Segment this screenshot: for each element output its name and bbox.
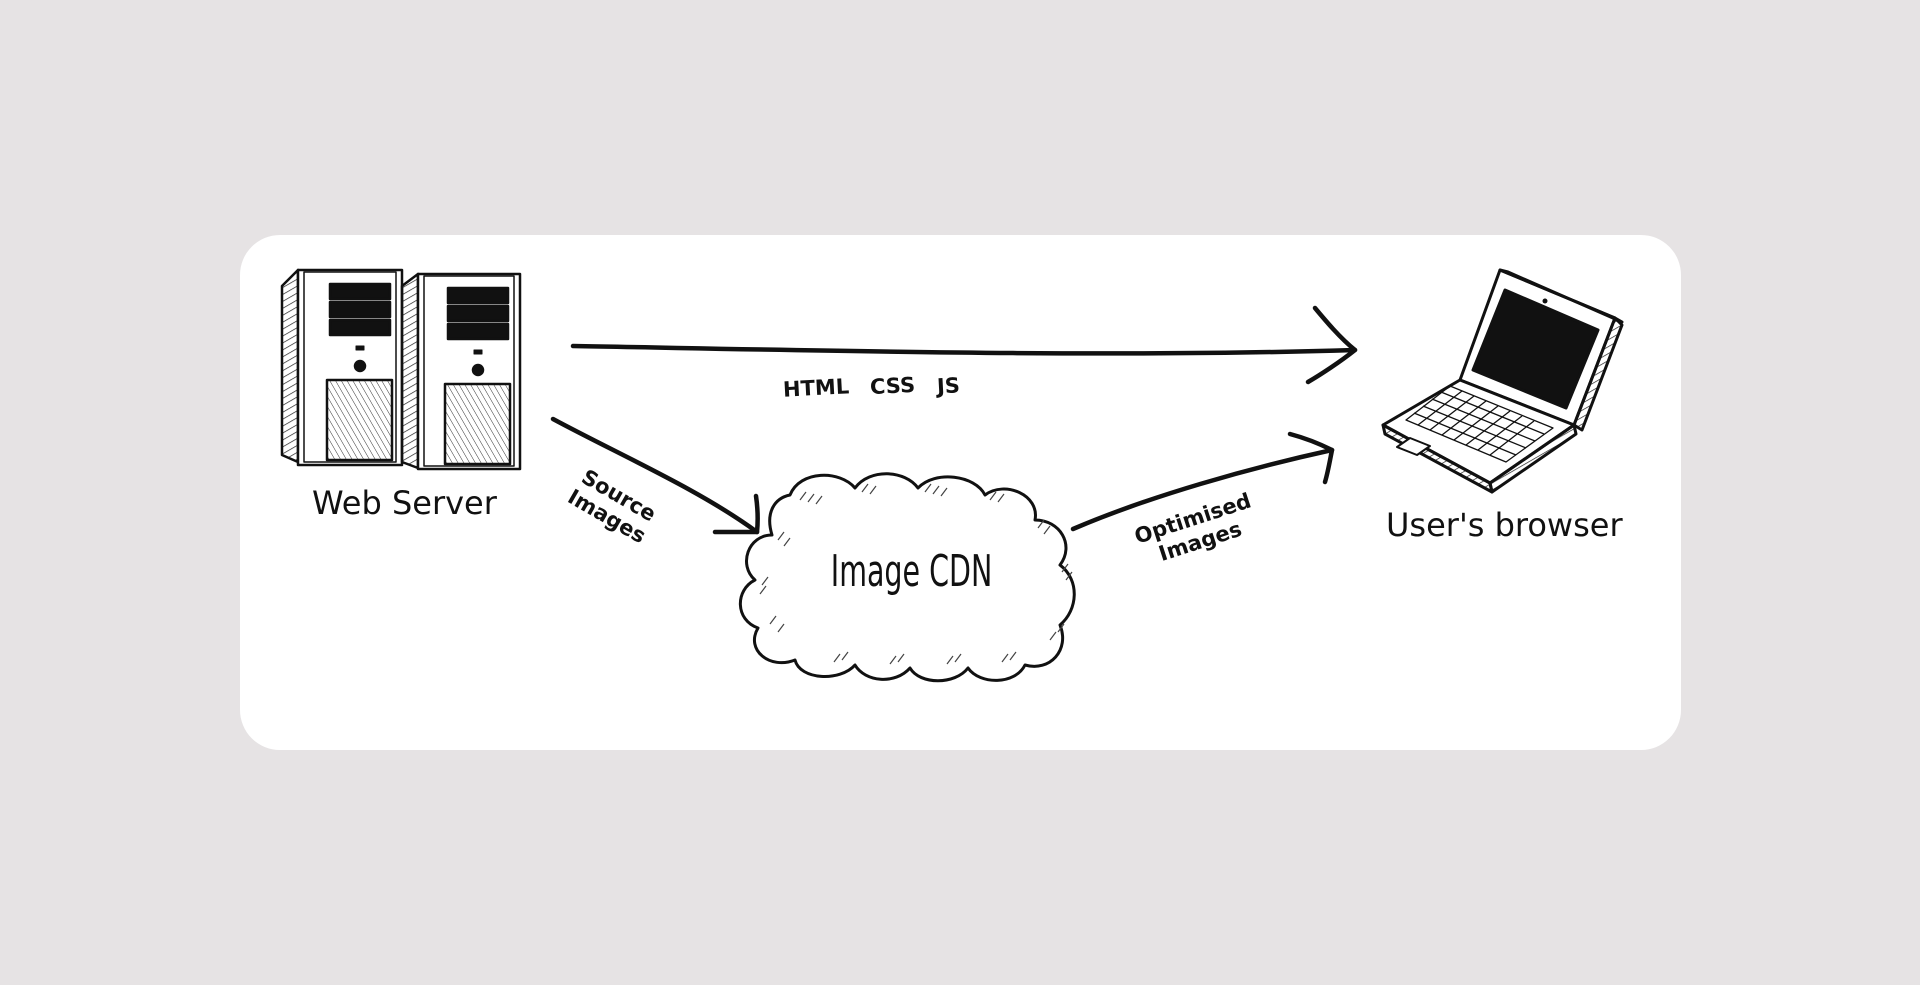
- arrow-server-to-cdn: [550, 416, 760, 535]
- laptop-icon: [1381, 268, 1624, 494]
- arrow-cdn-to-browser: [1070, 431, 1335, 532]
- image-cdn-label: Image CDN: [830, 546, 993, 597]
- web-server-label: Web Server: [312, 484, 497, 522]
- browser-label: User's browser: [1386, 506, 1623, 544]
- server-tower-right: [400, 272, 522, 471]
- server-rack-icon: [280, 268, 522, 471]
- cloud-icon: [738, 472, 1076, 683]
- edge-label-css: CSS: [869, 372, 916, 400]
- edge-label-js: JS: [936, 373, 961, 399]
- edge-label-html: HTML: [782, 374, 850, 402]
- arrow-server-to-browser: [570, 305, 1358, 385]
- server-tower-left: [280, 268, 404, 467]
